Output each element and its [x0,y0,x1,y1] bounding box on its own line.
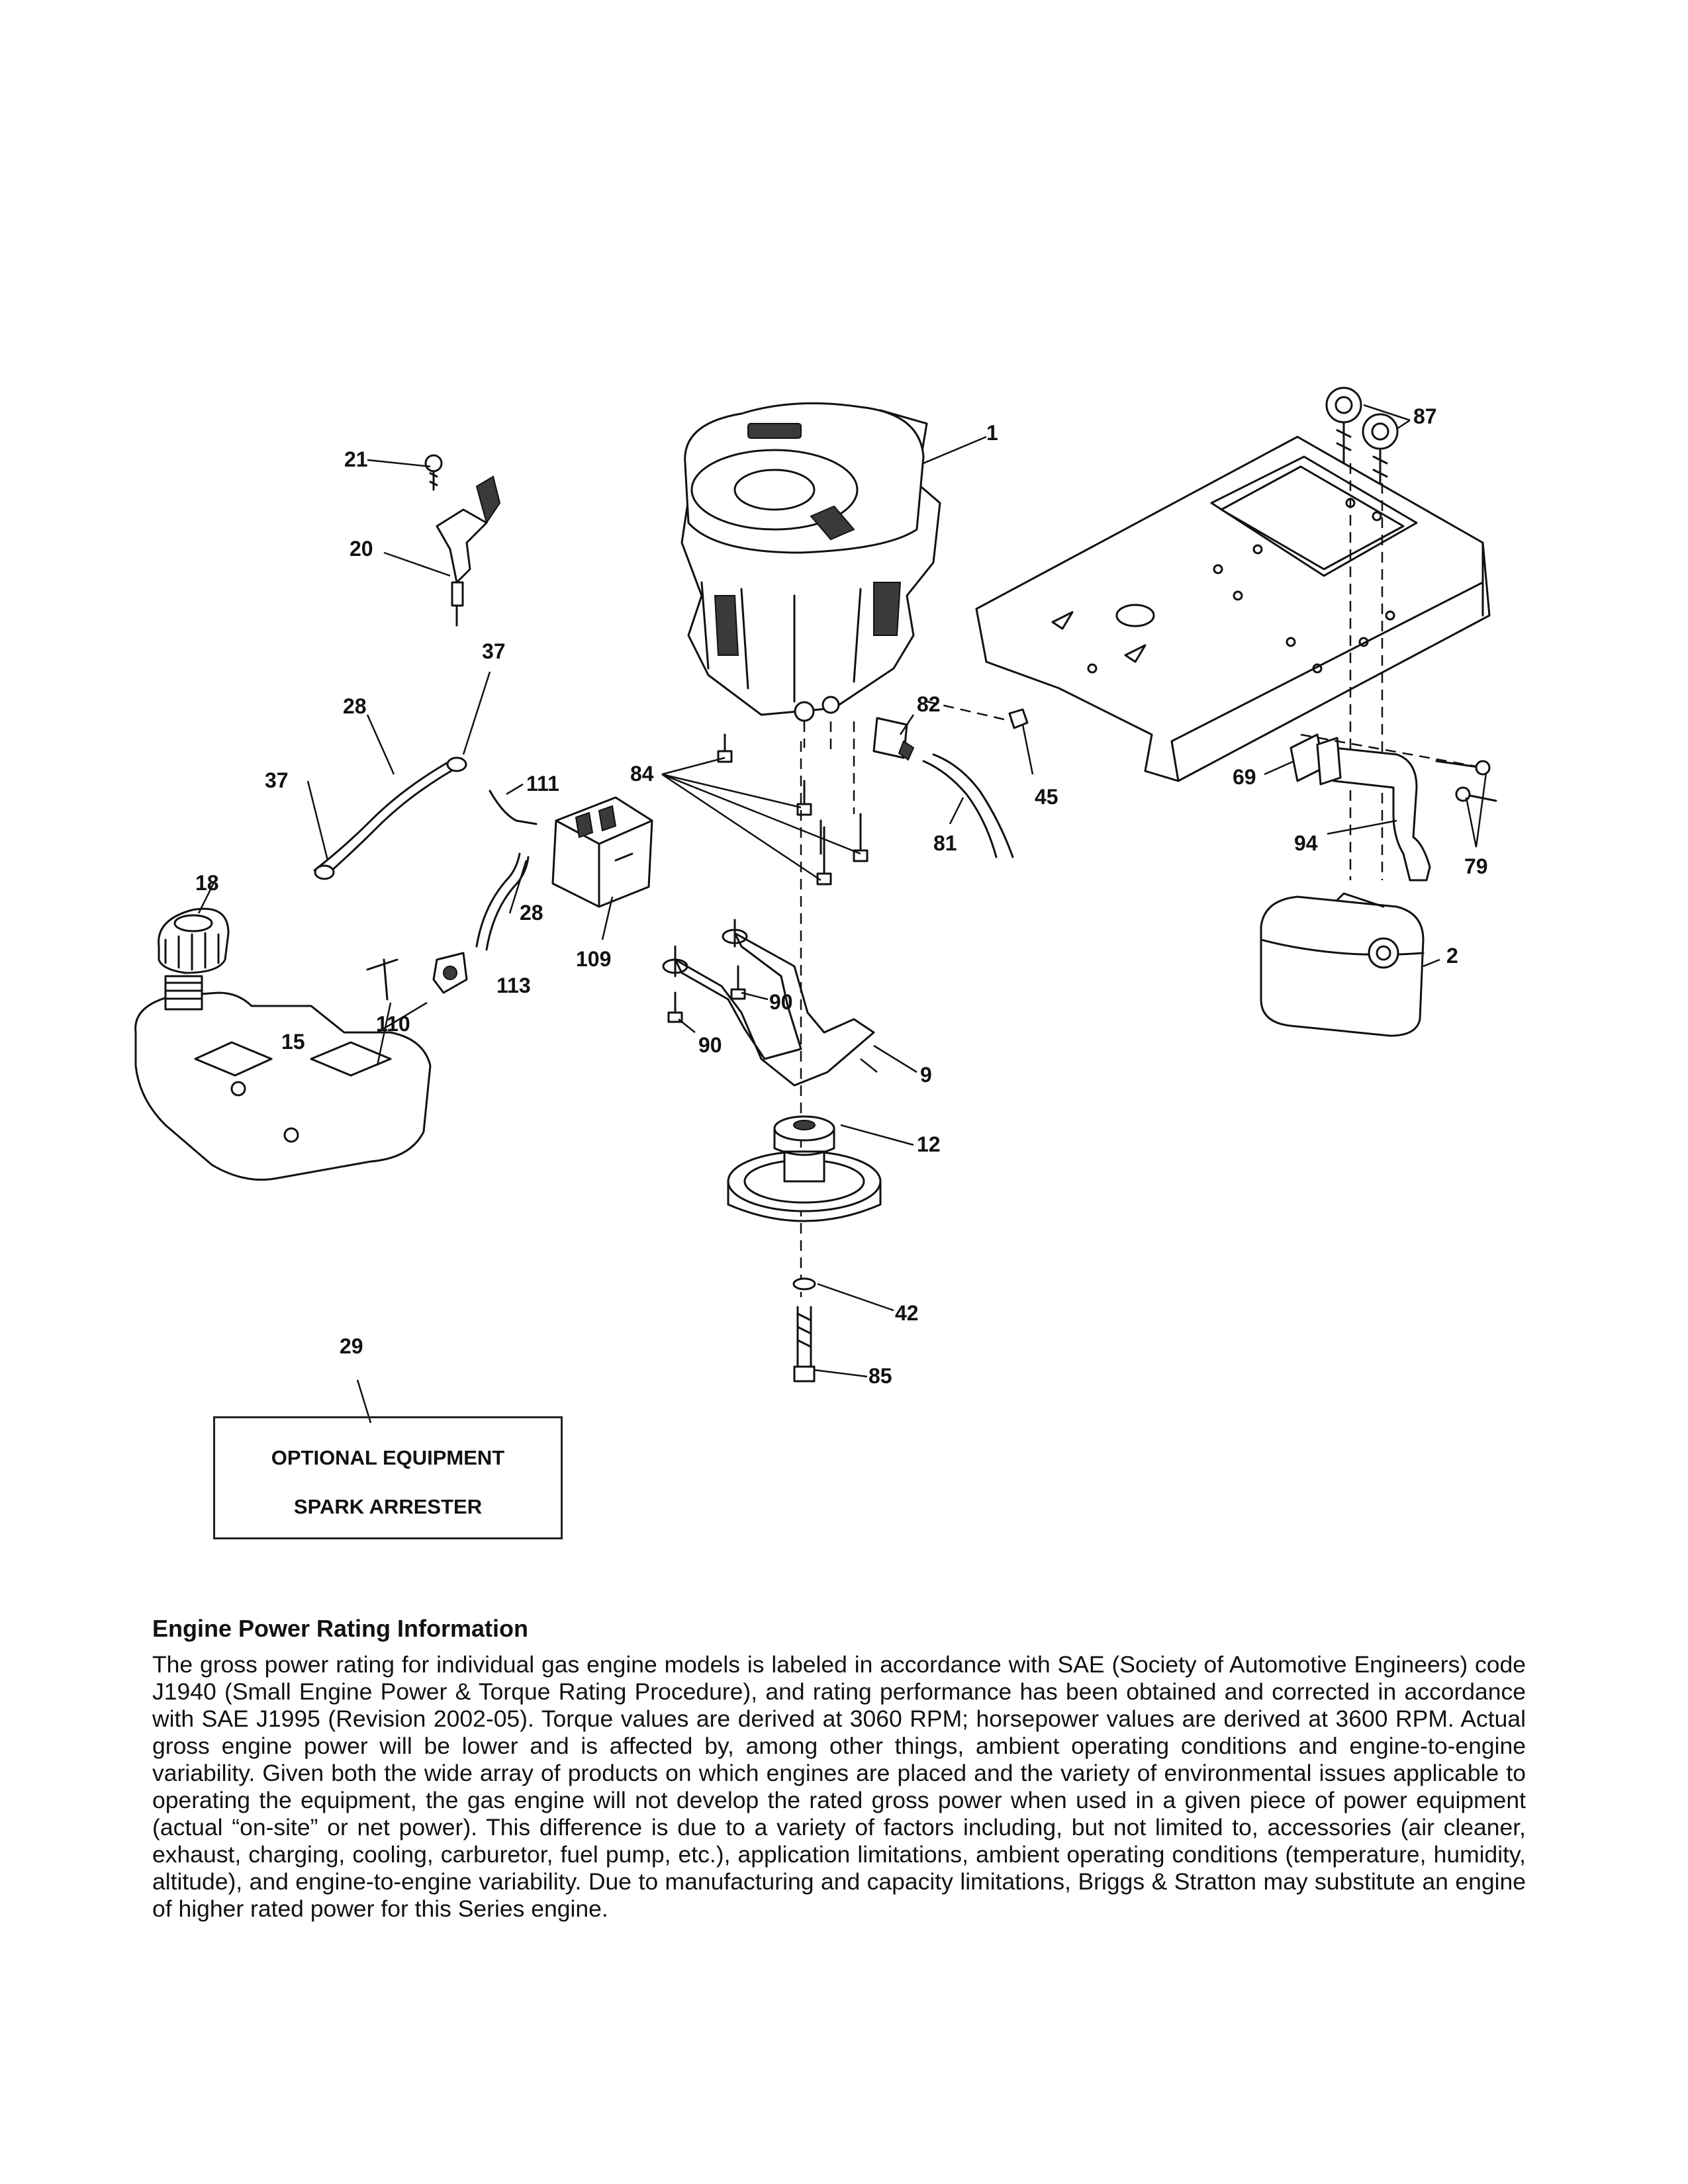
bracket-part-9 [662,919,875,1087]
info-title: Engine Power Rating Information [152,1615,529,1642]
callout-94: 94 [1294,831,1318,855]
throttle-control-part-20 [424,454,501,627]
callout-28-lower: 28 [520,901,543,925]
callout-20: 20 [350,537,373,561]
leader-lines [197,404,1487,1424]
pulley-part-12 [727,1115,882,1222]
engine-mount-hardware [717,700,1029,1297]
chassis-frame [975,435,1491,782]
callout-113: 113 [496,974,531,997]
info-body: The gross power rating for individual ga… [152,1651,1526,1922]
callout-1: 1 [986,421,998,445]
callout-37-right: 37 [482,639,506,663]
callout-21: 21 [344,447,368,471]
callout-29: 29 [340,1334,363,1358]
filter-part-109 [551,796,653,908]
optional-equipment-box: OPTIONAL EQUIPMENT SPARK ARRESTER [213,1416,563,1539]
spark-arrester-label: SPARK ARRESTER [293,1495,483,1518]
callout-111: 111 [526,772,559,796]
fuel-lines [313,756,538,951]
bolt-part-85 [792,1277,816,1383]
callout-85: 85 [868,1364,892,1388]
engine-part-1 [680,402,941,722]
bolts-part-87 [1325,387,1399,880]
callout-2: 2 [1446,944,1458,968]
callout-90-upper: 90 [769,990,793,1014]
callout-9: 9 [920,1063,932,1087]
callout-87: 87 [1413,404,1437,428]
exhaust-parts [1289,733,1497,882]
callout-12: 12 [917,1132,941,1156]
callout-79: 79 [1464,854,1488,878]
callout-42: 42 [895,1301,919,1325]
callout-90-lower: 90 [698,1033,722,1057]
fuel-tank-parts [134,907,432,1181]
optional-equipment-label: OPTIONAL EQUIPMENT [271,1446,505,1469]
callout-109: 109 [576,947,611,971]
callout-69: 69 [1233,765,1256,789]
fitting-parts [366,952,468,1001]
callout-110: 110 [376,1012,410,1036]
exploded-parts-diagram: 1 2 9 12 15 18 20 21 28 28 29 37 37 42 4… [134,387,1497,1424]
callout-37-left: 37 [265,768,289,792]
callout-82: 82 [917,692,941,716]
callout-18: 18 [195,871,219,895]
callout-45: 45 [1035,785,1058,809]
callout-15: 15 [281,1030,305,1054]
callout-84: 84 [630,762,654,786]
callout-81: 81 [933,831,957,855]
muffler-part-2 [1260,892,1425,1037]
callout-28-upper: 28 [343,694,367,718]
